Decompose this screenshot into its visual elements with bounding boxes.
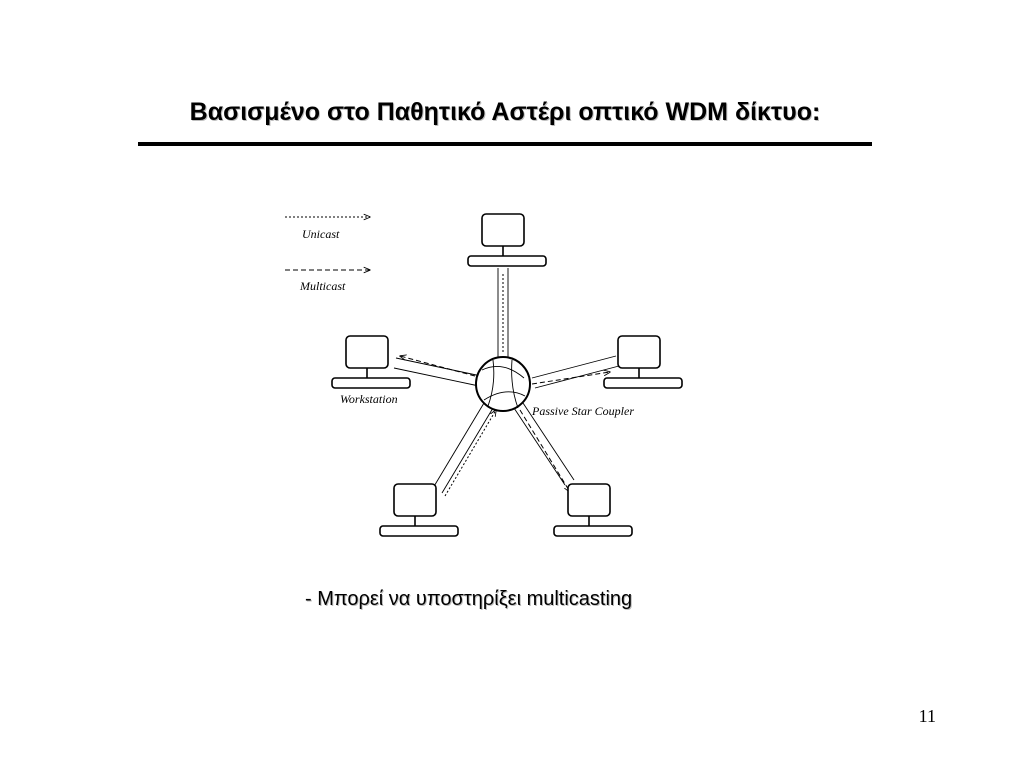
keyboard-icon xyxy=(379,525,459,537)
fiber-links xyxy=(393,268,620,494)
link-top xyxy=(497,268,509,358)
coupler-label: Passive Star Coupler xyxy=(531,404,634,418)
workstation-left xyxy=(331,335,411,389)
workstation-bottom-right xyxy=(553,483,633,537)
multicast-arrow-bottom-right xyxy=(519,409,570,492)
monitor-icon xyxy=(617,335,661,369)
workstation-right xyxy=(603,335,683,389)
multicast-arrow-left xyxy=(400,356,476,377)
title-underline xyxy=(138,142,872,146)
link-bottom-right xyxy=(513,402,575,486)
keyboard-icon xyxy=(331,377,411,389)
keyboard-icon xyxy=(467,255,547,267)
workstation-top xyxy=(467,213,547,267)
page-number: 11 xyxy=(918,706,936,726)
monitor-icon xyxy=(345,335,389,369)
monitor-icon xyxy=(393,483,437,517)
link-right xyxy=(531,355,620,389)
keyboard-icon xyxy=(603,377,683,389)
multicast-arrow-right xyxy=(531,372,610,385)
unicast-arrow-bottom-left xyxy=(444,410,496,497)
passive-star-coupler xyxy=(475,356,531,412)
workstation-label: Workstation xyxy=(340,392,398,406)
legend: Unicast Multicast xyxy=(285,217,370,293)
passive-star-diagram: Unicast Multicast xyxy=(270,200,710,550)
multicast-legend-label: Multicast xyxy=(299,279,346,293)
workstation-bottom-left xyxy=(379,483,459,537)
link-bottom-left xyxy=(432,402,494,494)
unicast-legend-label: Unicast xyxy=(302,227,340,241)
keyboard-icon xyxy=(553,525,633,537)
signal-arrows xyxy=(400,274,610,497)
monitor-icon xyxy=(567,483,611,517)
link-left xyxy=(393,357,482,387)
slide-title: Βασισμένο στο Παθητικό Αστέρι οπτικό WDM… xyxy=(189,98,821,126)
monitor-icon xyxy=(481,213,525,247)
bullet-point: - Μπορεί να υποστηρίξει multicasting xyxy=(305,588,633,610)
